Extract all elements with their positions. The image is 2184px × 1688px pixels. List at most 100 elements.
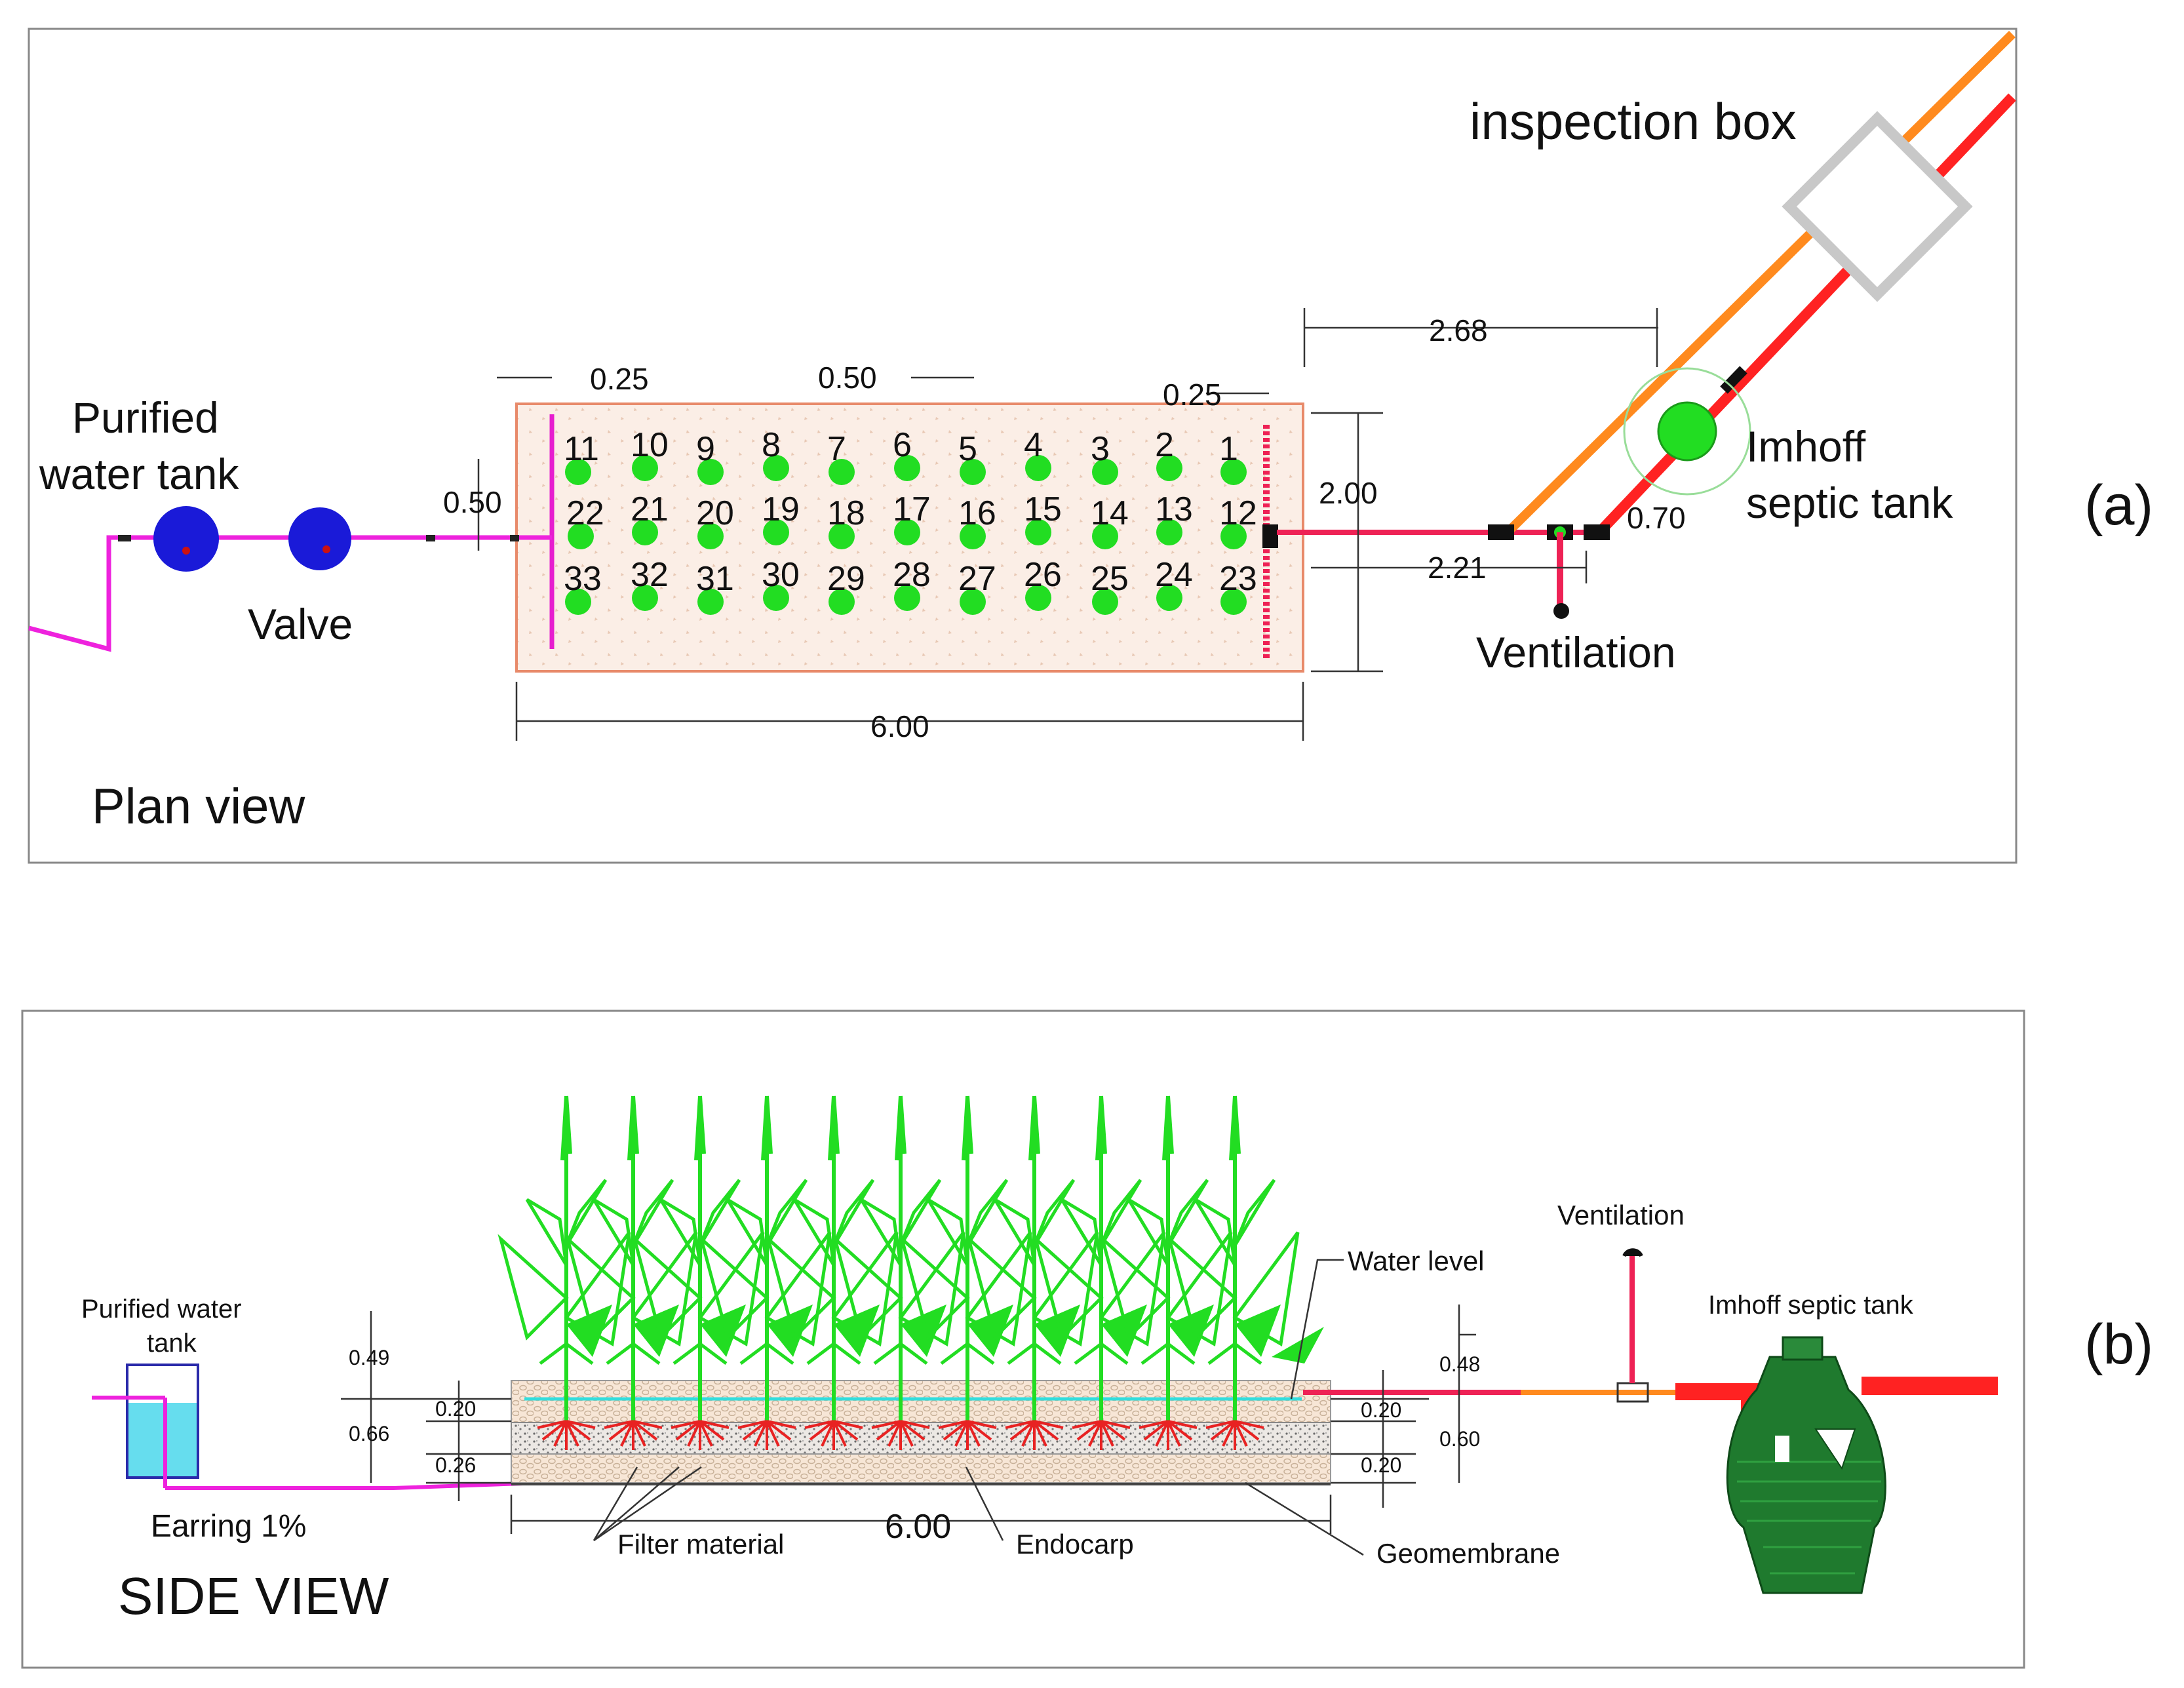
plant-number: 6 xyxy=(893,426,912,464)
plant-dot xyxy=(632,519,658,545)
plant-number: 15 xyxy=(1024,490,1062,528)
plant-number: 27 xyxy=(958,560,996,598)
plant-dot xyxy=(1220,459,1247,485)
endocarp-label: Endocarp xyxy=(1016,1529,1134,1560)
outlet-pipe xyxy=(28,506,552,652)
side-bed xyxy=(511,1380,1331,1485)
side-dim-060: 0.60 xyxy=(1439,1427,1480,1451)
plant-dot xyxy=(829,523,855,549)
dim-221: 2.21 xyxy=(1428,551,1487,585)
plant-number: 12 xyxy=(1219,494,1257,532)
plant-number: 23 xyxy=(1219,560,1257,598)
plant-number: 5 xyxy=(958,430,977,468)
imhoff-tank-outline xyxy=(1623,367,1751,496)
plant-dot xyxy=(697,459,724,485)
dim-070: 0.70 xyxy=(1627,501,1686,535)
plant-number: 25 xyxy=(1091,560,1129,598)
plant-dot xyxy=(1156,585,1182,611)
plan-panel-frame xyxy=(28,28,2018,864)
side-dim-020-left: 0.20 xyxy=(435,1397,476,1421)
plan-view-title: Plan view xyxy=(92,779,305,834)
side-view-title: SIDE VIEW xyxy=(118,1567,389,1625)
plant-number: 31 xyxy=(696,560,734,598)
side-plant xyxy=(1099,1095,1233,1450)
dim-050-left: 0.50 xyxy=(443,485,502,519)
side-leaf xyxy=(1272,1327,1324,1364)
plant-number: 29 xyxy=(827,560,865,598)
plant-dot xyxy=(697,523,724,549)
plant-number: 3 xyxy=(1091,430,1110,468)
side-purified-label-2: tank xyxy=(147,1329,197,1358)
plant-dot xyxy=(632,585,658,611)
plant-dot xyxy=(960,589,986,615)
side-dim-049: 0.49 xyxy=(349,1346,389,1369)
side-plant xyxy=(1032,1095,1166,1450)
plant-dot xyxy=(568,523,594,549)
plant-dot xyxy=(1092,459,1118,485)
plant-dot xyxy=(632,455,658,481)
plant-dot xyxy=(894,585,920,611)
dim-200: 2.00 xyxy=(1319,476,1378,510)
ventilation-cap-icon xyxy=(1553,603,1569,619)
plant-number: 1 xyxy=(1219,430,1238,468)
plant-dot xyxy=(1025,585,1051,611)
plant-dot xyxy=(565,459,591,485)
side-plant-row xyxy=(497,1095,1324,1450)
water-level-label: Water level xyxy=(1348,1246,1485,1276)
plant-number: 9 xyxy=(696,430,715,468)
plant-number: 26 xyxy=(1024,556,1062,594)
plan-dimensions xyxy=(477,308,1658,741)
panel-label-b: (b) xyxy=(2084,1313,2153,1376)
side-purified-tank xyxy=(92,1364,542,1490)
ventilation-label: Ventilation xyxy=(1476,628,1676,677)
plant-number: 16 xyxy=(958,494,996,532)
plant-number: 11 xyxy=(564,430,599,468)
side-inlet-pipe xyxy=(1303,1248,1998,1432)
plant-grid: 1234567891011121314151617181920212223242… xyxy=(564,426,1257,615)
plant-dot xyxy=(763,519,789,545)
side-imhoff-tank xyxy=(1726,1336,1886,1594)
plant-dot xyxy=(960,459,986,485)
side-dim-020-right-a: 0.20 xyxy=(1361,1398,1401,1422)
inspection-box xyxy=(1782,111,1973,302)
valve-icon xyxy=(288,507,351,570)
plant-number: 14 xyxy=(1091,494,1129,532)
plant-dot xyxy=(697,589,724,615)
purified-water-tank-icon xyxy=(153,506,219,572)
plant-number: 32 xyxy=(631,556,669,594)
inspection-box-label: inspection box xyxy=(1470,92,1797,150)
purified-tank-label-2: water tank xyxy=(39,450,239,498)
dim-025-left: 0.25 xyxy=(590,362,649,396)
purified-tank-label-1: Purified xyxy=(72,393,219,442)
side-leaders xyxy=(593,1259,1364,1556)
plant-number: 18 xyxy=(827,494,865,532)
panel-label-a: (a) xyxy=(2084,474,2153,537)
plant-number: 8 xyxy=(762,426,781,464)
plant-number: 24 xyxy=(1155,556,1193,594)
plant-dot xyxy=(1220,523,1247,549)
plant-dot xyxy=(960,523,986,549)
side-dimensions xyxy=(341,1305,1476,1534)
side-dim-066: 0.66 xyxy=(349,1422,389,1445)
plant-dot xyxy=(1025,519,1051,545)
side-panel-frame xyxy=(21,1010,2025,1669)
side-ventilation-cap-icon xyxy=(1622,1248,1643,1257)
plant-number: 13 xyxy=(1155,490,1193,528)
plant-number: 33 xyxy=(564,560,602,598)
imhoff-label-2: septic tank xyxy=(1746,479,1953,527)
filter-material-label: Filter material xyxy=(617,1529,784,1560)
side-dim-048: 0.48 xyxy=(1439,1352,1480,1376)
plant-number: 20 xyxy=(696,494,734,532)
geomembrane-label: Geomembrane xyxy=(1376,1538,1560,1569)
imhoff-tank-icon xyxy=(1657,401,1717,461)
plant-dot xyxy=(1025,455,1051,481)
plant-number: 4 xyxy=(1024,426,1043,464)
plant-dot xyxy=(1220,589,1247,615)
plant-dot xyxy=(829,459,855,485)
plant-dot xyxy=(1092,523,1118,549)
plant-dot xyxy=(894,455,920,481)
dim-050-top: 0.50 xyxy=(818,361,877,395)
side-plant xyxy=(631,1095,765,1450)
plant-number: 17 xyxy=(893,490,931,528)
